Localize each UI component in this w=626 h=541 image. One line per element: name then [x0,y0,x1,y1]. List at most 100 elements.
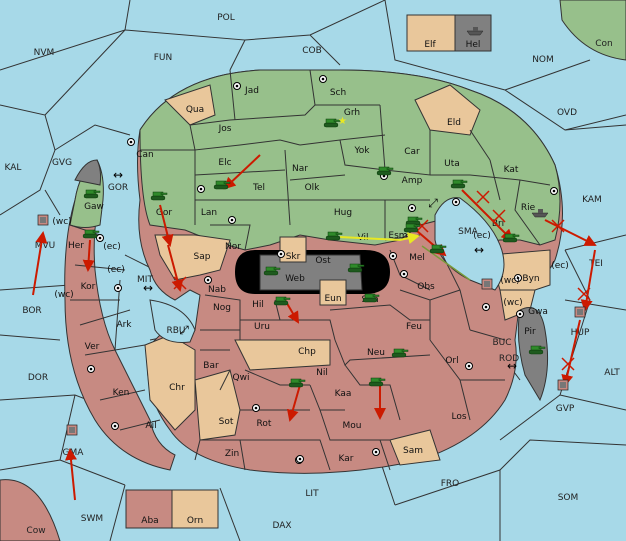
army-unit[interactable] [450,179,468,189]
coast-arrow: ⤢ [178,323,189,337]
legend-box-red [125,489,173,529]
territory-label-uru: Uru [254,322,270,332]
ocean-label-cob: COB [302,46,322,56]
ocean-label-lit: LIT [305,489,319,499]
ocean-label-nvm: NVM [34,48,55,58]
territory-label-ark: Ark [116,320,132,330]
ocean-label-gvp: GVP [556,404,575,414]
ocean-label-fro: FRO [441,479,460,489]
coast-arrow: ↔ [113,168,123,182]
army-unit[interactable] [347,263,365,273]
territory-sot[interactable] [194,369,241,441]
army-unit[interactable] [376,166,394,176]
coast-tag: (wc) [54,290,73,300]
army-unit[interactable] [213,180,231,190]
territory-label-mel: Mel [409,253,425,263]
army-unit[interactable] [362,293,380,303]
territory-label-sap: Sap [194,252,211,262]
territory-label-gwa: Gwa [528,307,548,317]
territory-label-feu: Feu [406,322,422,332]
territory-eld[interactable] [414,84,481,136]
army-marker[interactable] [66,424,78,436]
territory-label-sam: Sam [403,446,423,456]
territory-label-can: Can [136,150,154,160]
ocean-label-gvg: GVG [52,158,72,168]
army-unit[interactable] [82,229,100,239]
territory-sam[interactable] [389,429,441,466]
territory-label-kat: Kat [504,165,519,175]
territory-label-ver: Ver [85,342,100,352]
army-marker[interactable] [481,278,493,290]
territory-label-olk: Olk [305,183,321,193]
coast-arrow: ↔ [474,243,484,257]
ocean-label-dax: DAX [272,521,291,531]
army-unit[interactable] [429,244,447,254]
ocean-label-dor: DOR [28,373,48,383]
ocean-label-bor: BOR [22,306,41,316]
army-unit[interactable] [502,233,520,243]
army-unit[interactable] [323,118,341,128]
ocean-label-rbu: RBU [166,326,185,336]
ocean-label-alt: ALT [604,368,620,378]
territory-label-pir: Pir [524,327,536,337]
coast-tag: (ec) [107,265,125,275]
territory-label-zin: Zin [225,449,239,459]
territory-label-chr: Chr [169,383,185,393]
territory-label-eun: Eun [324,294,341,304]
coast-tag: (ec) [473,231,491,241]
fleet-unit[interactable] [531,209,549,218]
army-unit[interactable] [273,296,291,306]
territory-label-byn: Byn [522,274,539,284]
ocean-label-nom: NOM [532,55,554,65]
ocean-label-som: SOM [558,493,579,503]
support-arrow [339,232,420,245]
territory-label-rie: Rie [521,203,536,213]
legend-label-hel: Hel [466,40,481,50]
territory-label-gaw: Gaw [84,202,104,212]
army-unit[interactable] [391,348,409,358]
army-unit[interactable] [325,231,343,241]
ocean-label-kam: KAM [582,195,602,205]
supply-centers [87,75,558,464]
territory-label-yok: Yok [353,146,370,156]
territory-label-kaa: Kaa [335,389,352,399]
army-unit[interactable] [263,266,281,276]
army-unit[interactable] [528,345,546,355]
territory-label-bar: Bar [203,361,219,371]
territory-label-neu: Neu [367,348,385,358]
army-unit[interactable] [150,191,168,201]
fleet-unit[interactable] [466,27,484,36]
territory-label-nor: Nor [225,242,241,252]
units: ★ [37,27,586,436]
move-arrows [32,154,597,501]
territory-label-nar: Nar [292,164,308,174]
army-unit[interactable] [288,378,306,388]
territory-label-car: Car [404,147,420,157]
territory-chp[interactable] [234,339,331,371]
territory-qua[interactable] [164,84,216,126]
territory-label-nab: Nab [208,285,226,295]
legend-box-neutral [406,14,456,52]
territory-label-los: Los [451,412,466,422]
coast-arrow: ↔ [507,359,517,373]
territory-label-grh: Grh [344,108,360,118]
territory-label-chp: Chp [298,347,316,357]
coast-tag: (wc) [52,217,71,227]
army-marker[interactable] [37,214,49,226]
ocean-label-gma: GMA [63,448,85,458]
territory-label-obs: Obs [417,282,435,292]
territory-label-ail: Ail [145,421,156,431]
star-icon: ★ [338,116,347,127]
territory-label-nil: Nil [316,368,328,378]
army-unit[interactable] [83,189,101,199]
ocean-label-rod: ROD [499,354,519,364]
territory-label-web: Web [285,274,305,284]
territory-label-qwi: Qwi [233,373,250,383]
territory-label-rot: Rot [257,419,272,429]
territory-label-uta: Uta [444,159,460,169]
army-marker[interactable] [557,379,569,391]
army-unit[interactable] [403,223,421,233]
army-marker[interactable] [574,306,586,318]
army-unit[interactable] [368,377,386,387]
legend-label-elf: Elf [424,40,436,50]
